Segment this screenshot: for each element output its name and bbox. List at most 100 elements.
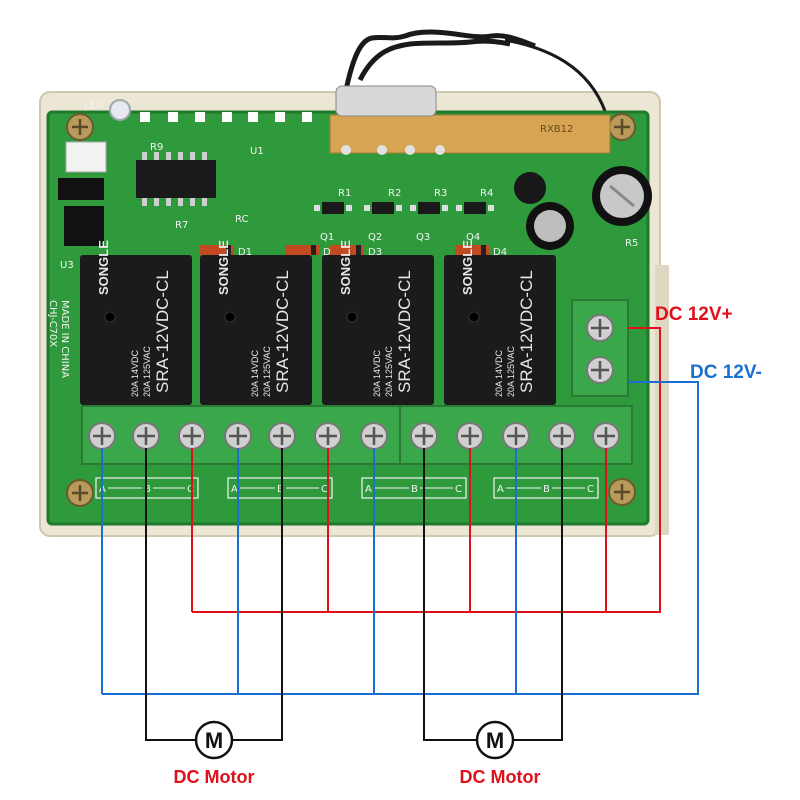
u1-label: U1: [250, 146, 264, 157]
screw-icon: [224, 422, 252, 450]
diode: D3: [330, 245, 382, 258]
relay-rating-dc: 20A 14VDC: [130, 349, 140, 397]
mount-screw-icon: [66, 113, 94, 141]
resistor-label: R2: [388, 188, 401, 199]
screw-icon: [132, 422, 160, 450]
screw-icon: [88, 422, 116, 450]
terminal-label-b: B: [411, 484, 418, 495]
wire-motor-left-b: [232, 448, 283, 741]
led-label: LED: [84, 100, 104, 111]
mount-screw-icon: [608, 113, 636, 141]
rf-module: [329, 114, 611, 154]
transistor-label: Q3: [416, 232, 430, 243]
dc-plus-label: DC 12V+: [655, 304, 733, 325]
screw-icon: [586, 314, 614, 342]
screw-icon: [586, 356, 614, 384]
motor-left: M: [194, 720, 234, 760]
relay-rating-dc: 20A 14VDC: [494, 349, 504, 397]
motor-symbol-right: M: [486, 728, 504, 753]
diode-label: D4: [493, 247, 507, 258]
jumper-block: [64, 206, 104, 246]
resistor: R2: [364, 188, 402, 214]
side-text-2: CHJ-C70X: [47, 300, 58, 347]
wire-negative-bus: [102, 381, 699, 695]
relay-model-label: SRA-12VDC-CL: [273, 270, 292, 393]
screw-icon: [410, 422, 438, 450]
relay-brand-label: SONGLE: [338, 240, 353, 295]
ic-chip: [136, 160, 216, 198]
terminal-label-c: C: [321, 484, 328, 495]
resistor-label: R1: [338, 188, 351, 199]
resistor-label: R3: [434, 188, 447, 199]
resistor-label: R4: [480, 188, 493, 199]
relay-brand-label: SONGLE: [96, 240, 111, 295]
u3-label: U3: [60, 260, 74, 271]
wire-motor-right-b: [513, 448, 563, 741]
regulator: [514, 172, 546, 204]
terminal-label-b: B: [277, 484, 284, 495]
side-text-1: MADE IN CHINA: [59, 300, 70, 378]
relay-rating-ac: 20A 125VAC: [384, 346, 394, 397]
diode-label: D1: [238, 247, 252, 258]
rc-label: RC: [235, 214, 248, 225]
terminal-label-c: C: [455, 484, 462, 495]
wire-positive-bus: [192, 327, 661, 613]
motor-right: M: [475, 720, 515, 760]
led-icon: [109, 99, 131, 121]
enclosure-side-tab: [655, 265, 669, 535]
electrolytic-capacitor-large: [592, 166, 652, 226]
diode: D4: [455, 245, 507, 258]
mount-screw-icon: [66, 479, 94, 507]
diode: D1: [200, 245, 252, 258]
resistor: R3: [410, 188, 448, 214]
terminal-label-a: A: [497, 484, 504, 495]
motor-symbol-left: M: [205, 728, 223, 753]
r7-label: R7: [175, 220, 188, 231]
relay-model-label: SRA-12VDC-CL: [153, 270, 172, 393]
transistor-label: Q2: [368, 232, 382, 243]
jumper-header: [58, 178, 104, 200]
screw-icon: [502, 422, 530, 450]
wire-motor-right-a: [423, 448, 477, 741]
motor-left-label: DC Motor: [174, 767, 255, 787]
resistor: R1: [314, 188, 352, 214]
learn-button[interactable]: [65, 141, 107, 173]
transistor-label: Q4: [466, 232, 480, 243]
terminal-group-label: A B C: [493, 477, 599, 499]
resistor: R4: [456, 188, 494, 214]
relay-brand-label: SONGLE: [216, 240, 231, 295]
mount-screw-icon: [608, 478, 636, 506]
terminal-label-b: B: [543, 484, 550, 495]
r5-label: R5: [625, 238, 638, 249]
r9-label: R9: [150, 142, 163, 153]
screw-icon: [268, 422, 296, 450]
screw-icon: [592, 422, 620, 450]
screw-icon: [178, 422, 206, 450]
relay-model-label: SRA-12VDC-CL: [395, 270, 414, 393]
relay-brand-label: SONGLE: [460, 240, 475, 295]
terminal-label-c: C: [187, 484, 194, 495]
rf-module-label: RXB12: [540, 124, 573, 135]
relay-model-label: SRA-12VDC-CL: [517, 270, 536, 393]
led-pads: [140, 112, 312, 122]
relay-rating-ac: 20A 125VAC: [506, 346, 516, 397]
antenna-coil: [342, 29, 610, 121]
relay-rating-ac: 20A 125VAC: [142, 346, 152, 397]
screw-icon: [360, 422, 388, 450]
terminal-label-c: C: [587, 484, 594, 495]
screw-icon: [456, 422, 484, 450]
motor-right-label: DC Motor: [460, 767, 541, 787]
terminal-label-b: B: [144, 484, 151, 495]
screw-icon: [314, 422, 342, 450]
transistor-label: Q1: [320, 232, 334, 243]
dc-minus-label: DC 12V-: [690, 362, 762, 383]
diode-label: D3: [368, 247, 382, 258]
screw-icon: [548, 422, 576, 450]
